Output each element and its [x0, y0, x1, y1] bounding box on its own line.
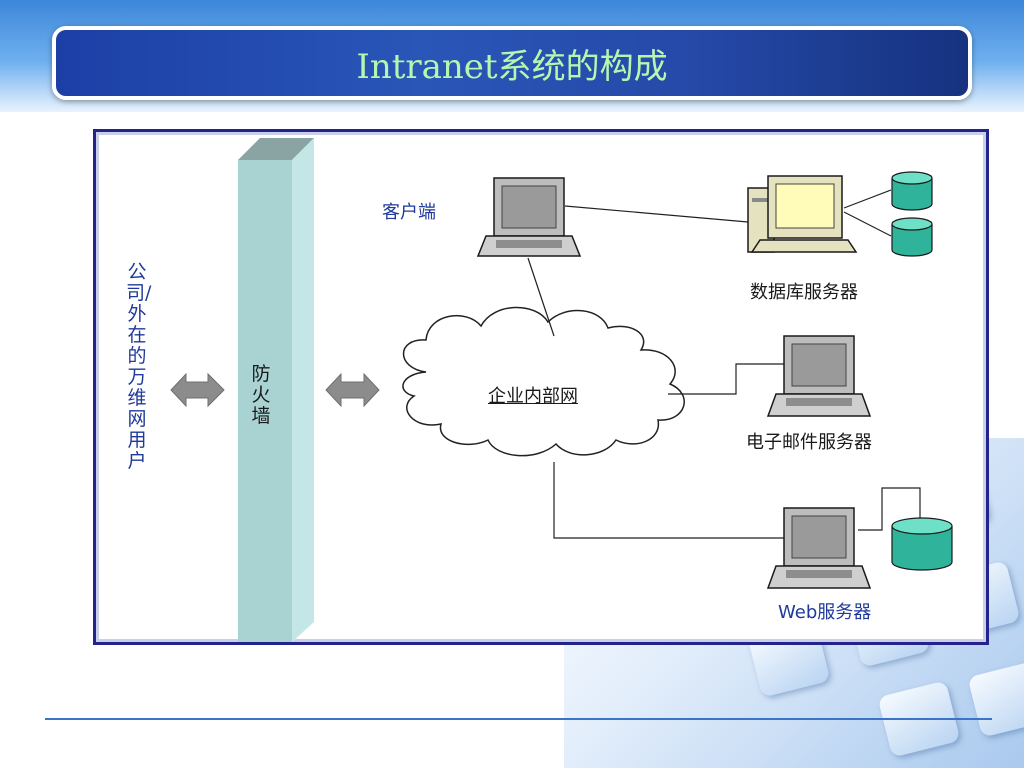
title-bar: Intranet系统的构成: [52, 26, 972, 100]
slide-title: Intranet系统的构成: [356, 46, 668, 87]
arrow-users-firewall: [170, 372, 225, 408]
web-server-laptop-icon: [766, 507, 872, 589]
intranet-label: 企业内部网: [488, 386, 578, 407]
email-server-laptop-icon: [766, 335, 872, 417]
client-label: 客户端: [382, 202, 436, 223]
intranet-cloud: [402, 306, 685, 457]
arrow-firewall-intranet: [325, 372, 380, 408]
email-server-label: 电子邮件服务器: [746, 432, 872, 453]
diagram-frame-inner-border: [96, 132, 986, 642]
database-server-label: 数据库服务器: [750, 282, 858, 303]
database-server-pc-icon: [747, 175, 858, 253]
database-cylinder-icon: [891, 217, 933, 257]
diagram-frame: 公司/外在的万维网用户 防火墙 客户端 企业内部网 数据库服务器 电子邮件服务器…: [93, 129, 989, 645]
firewall-wall: [238, 138, 314, 642]
footer-divider: [45, 718, 992, 720]
web-server-label: Web服务器: [778, 602, 872, 623]
connection-lines: [527, 189, 921, 539]
network-diagram: [170, 138, 953, 642]
external-users-label: 公司/外在的万维网用户: [126, 261, 152, 472]
database-cylinder-icon: [891, 171, 933, 211]
client-laptop-icon: [476, 177, 582, 257]
firewall-label: 防火墙: [251, 363, 271, 427]
database-cylinder-icon: [891, 517, 953, 571]
